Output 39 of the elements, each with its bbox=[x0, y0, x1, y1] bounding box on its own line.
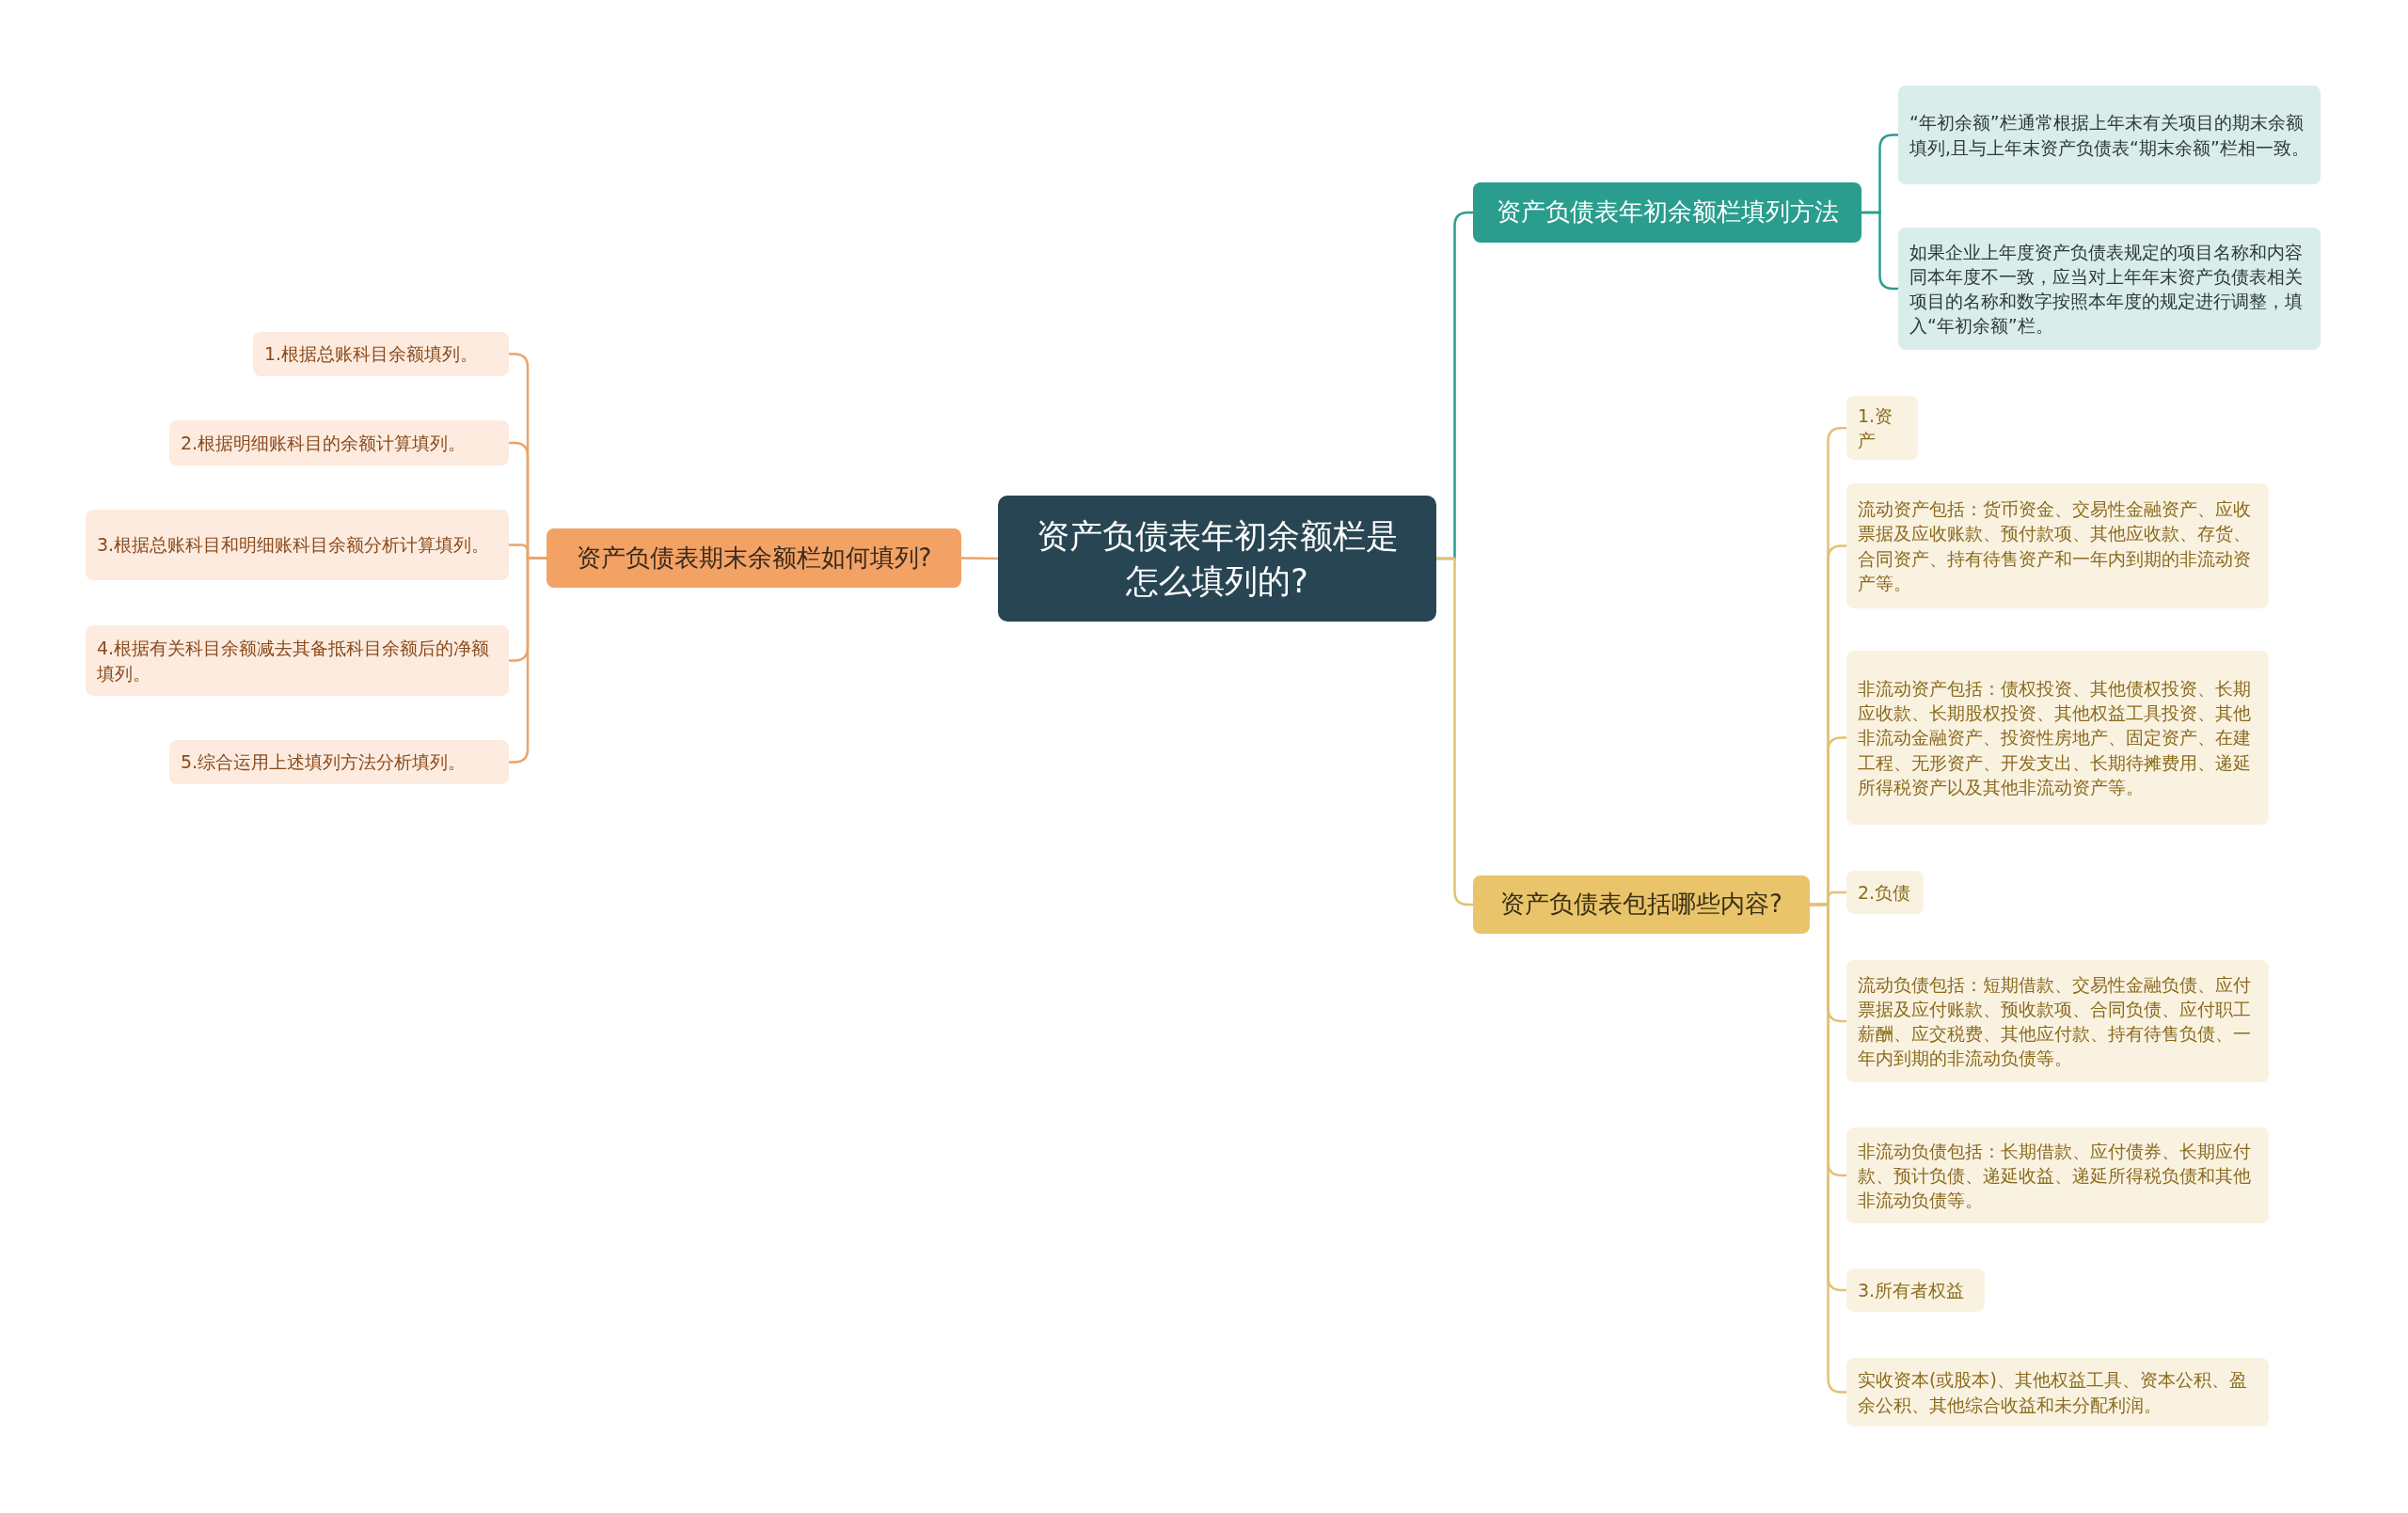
central-topic bbox=[998, 496, 1436, 622]
subtopic-box bbox=[86, 625, 509, 696]
topic-text: 4.根据有关科目余额减去其备抵科目余额后的净额填列。 bbox=[97, 637, 491, 686]
topic-text: “年初余额”栏通常根据上年末有关项目的期末余额填列,且与上年末资产负债表“期末余额”栏相一致。 bbox=[1909, 111, 2309, 160]
subtopic-box bbox=[1846, 871, 1924, 914]
topic-text: 3.根据总账科目和明细账科目余额分析计算填列。 bbox=[97, 533, 490, 558]
subtopic-box bbox=[1846, 1269, 1985, 1312]
topic-text: 3.所有者权益 bbox=[1858, 1278, 1965, 1302]
topic-text: 资产负债表年初余额栏是怎么填列的? bbox=[1035, 515, 1400, 602]
subtopic-box bbox=[169, 420, 509, 465]
branch-topic bbox=[547, 528, 961, 588]
topic-text: 5.综合运用上述填列方法分析填列。 bbox=[181, 750, 467, 775]
connector-line bbox=[961, 557, 998, 560]
topic-text: 非流动资产包括：债权投资、其他债权投资、长期应收款、长期股权投资、其他权益工具投资、其他非流动金融资产、投资性房地产、固定资产、在建工程、无形资产、开发支出、长期待摊费用、递延所得税资产以及其他非流动资产等。 bbox=[1858, 676, 2252, 799]
subtopic-box bbox=[1846, 396, 1918, 461]
topic-text: 流动资产包括：货币资金、交易性金融资产、应收票据及应收账款、预付款项、其他应收款、存货、合同资产、持有待售资产和一年内到期的非流动资产等。 bbox=[1858, 497, 2252, 595]
topic-text: 资产负债表包括哪些内容? bbox=[1500, 889, 1782, 921]
topic-text: 1.根据总账科目余额填列。 bbox=[264, 342, 479, 367]
subtopic-box bbox=[1898, 228, 2321, 350]
subtopic-box bbox=[1846, 651, 2269, 825]
topic-text: 资产负债表年初余额栏填列方法 bbox=[1496, 197, 1839, 229]
topic-text: 2.根据明细账科目的余额计算填列。 bbox=[181, 431, 467, 455]
subtopic-box bbox=[253, 332, 509, 376]
subtopic-box bbox=[1846, 1127, 2269, 1223]
subtopic-box bbox=[1846, 483, 2269, 608]
topic-text: 如果企业上年度资产负债表规定的项目名称和内容同本年度不一致，应当对上年年末资产负债表相关项目的名称和数字按照本年度的规定进行调整，填入“年初余额”栏。 bbox=[1909, 240, 2304, 339]
subtopic-box bbox=[86, 510, 509, 580]
topic-text: 1.资产 bbox=[1858, 404, 1894, 453]
topic-text: 流动负债包括：短期借款、交易性金融负债、应付票据及应付账款、预收款项、合同负债、应付职工薪酬、应交税费、其他应付款、持有待售负债、一年内到期的非流动负债等。 bbox=[1858, 972, 2252, 1071]
branch-topic bbox=[1473, 182, 1861, 243]
subtopic-box bbox=[1846, 960, 2269, 1082]
branch-topic bbox=[1473, 875, 1810, 934]
subtopic-box bbox=[1898, 86, 2321, 184]
topic-text: 2.负债 bbox=[1858, 880, 1911, 905]
subtopic-box bbox=[169, 740, 509, 784]
topic-text: 资产负债表期末余额栏如何填列? bbox=[576, 542, 932, 574]
subtopic-box bbox=[1846, 1358, 2269, 1426]
topic-text: 非流动负债包括：长期借款、应付债券、长期应付款、预计负债、递延收益、递延所得税负债和其他非流动负债等。 bbox=[1858, 1139, 2252, 1213]
topic-text: 实收资本(或股本)、其他权益工具、资本公积、盈余公积、其他综合收益和未分配利润。 bbox=[1858, 1368, 2248, 1417]
